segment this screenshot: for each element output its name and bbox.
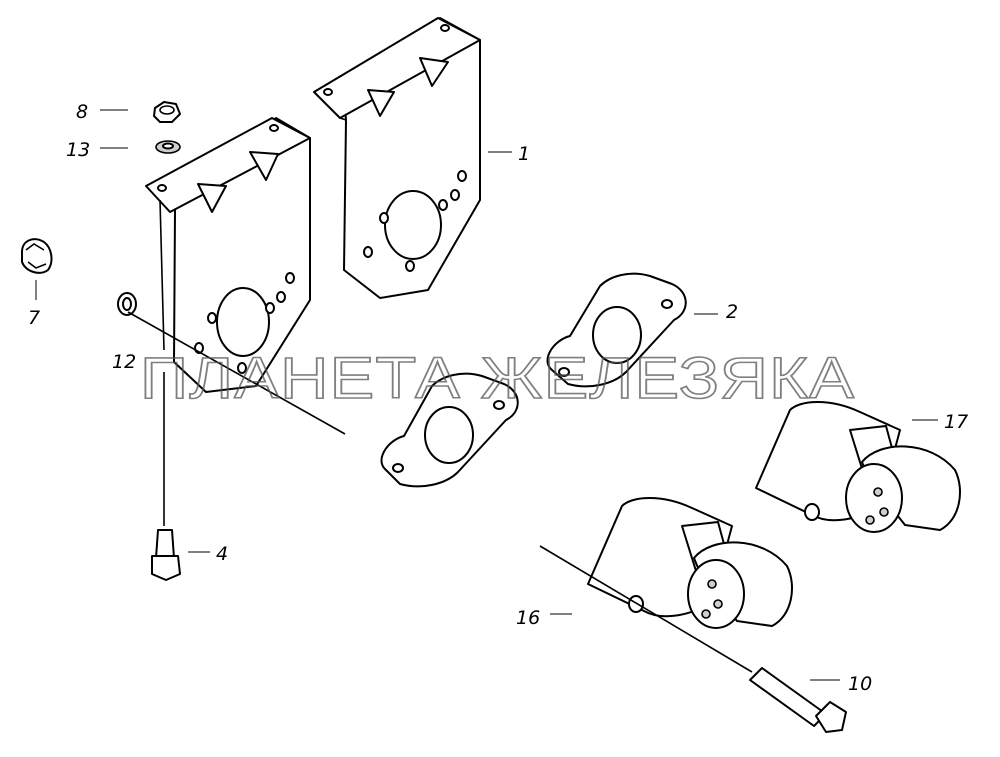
washer-part-13: [155, 140, 181, 154]
socket-part-17: [755, 401, 961, 533]
callout-10: 10: [848, 673, 872, 695]
bracket-part-1: [313, 17, 481, 299]
assembly-axes: [127, 311, 753, 673]
callout-12: 12: [112, 351, 136, 373]
nut-part-8: [153, 101, 181, 123]
bolt-part-4: [151, 529, 181, 581]
callout-8: 8: [76, 101, 88, 123]
gasket-front: [380, 372, 519, 488]
gasket-part-2: [546, 272, 687, 388]
socket-part-16: [587, 497, 793, 629]
callout-16: 16: [516, 607, 540, 629]
callout-13: 13: [66, 139, 90, 161]
watermark-text: ПЛАНЕТА ЖЕЛЕЗЯКА: [140, 346, 855, 411]
callout-2: 2: [726, 301, 738, 323]
bolt-part-10: [749, 667, 847, 733]
washer-part-12: [117, 292, 137, 316]
flange-nut-part-7: [21, 238, 53, 274]
callout-4: 4: [216, 543, 228, 565]
callout-17: 17: [944, 411, 968, 433]
callout-1: 1: [518, 143, 530, 165]
bracket-front: [145, 117, 311, 393]
callout-7: 7: [28, 307, 40, 329]
leader-lines: [35, 109, 938, 681]
